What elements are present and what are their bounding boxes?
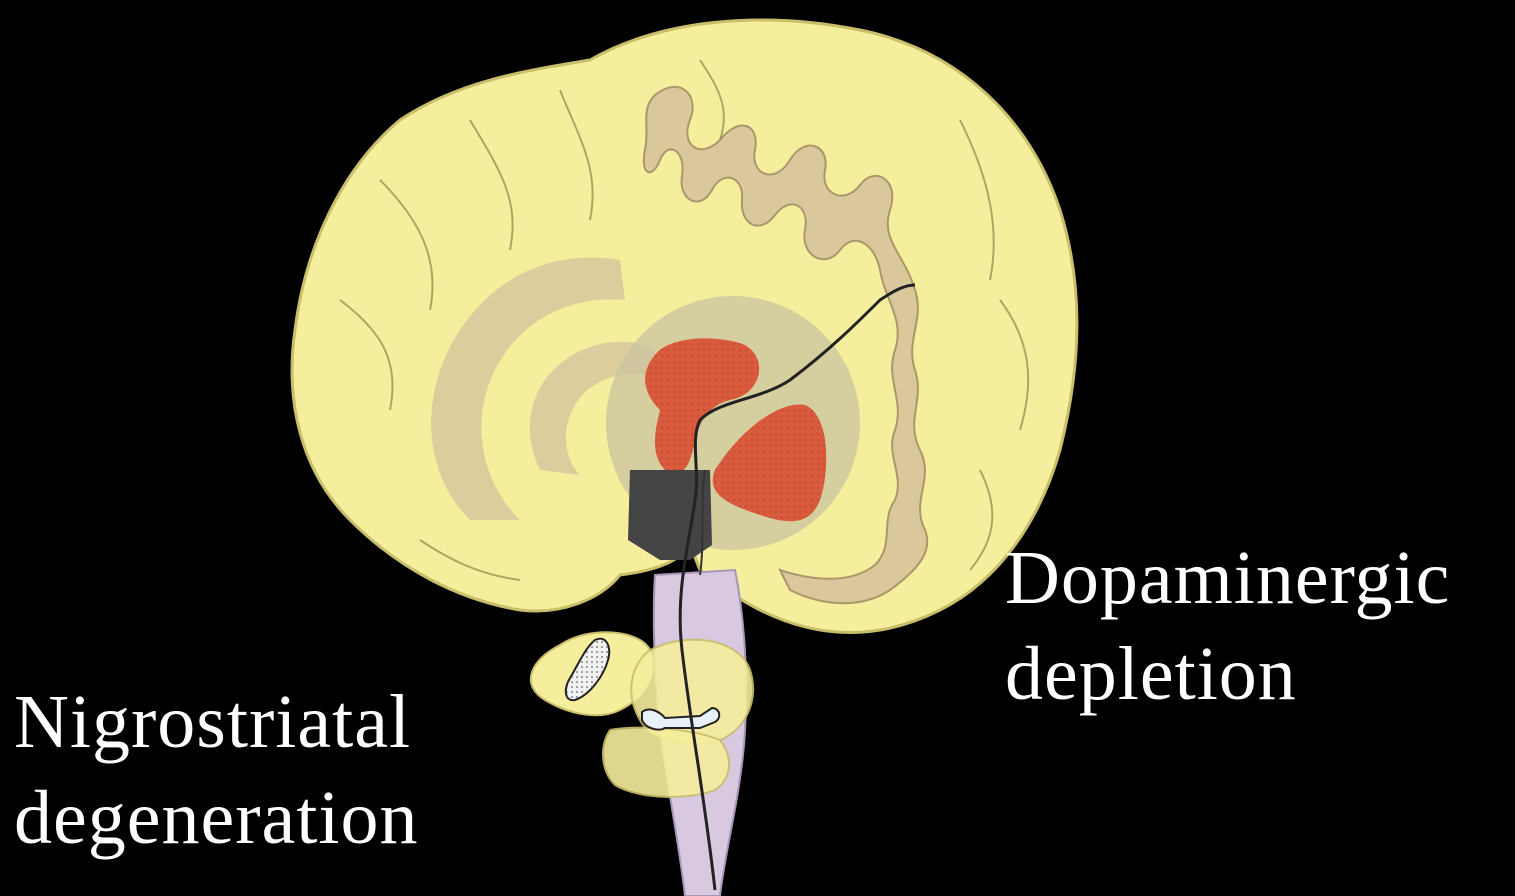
nigrostriatal-degeneration-label: Nigrostriatal degeneration: [14, 674, 418, 866]
dopaminergic-depletion-label: Dopaminergic depletion: [1005, 530, 1450, 722]
label-left-line2: degeneration: [14, 770, 418, 866]
label-right-line2: depletion: [1005, 626, 1450, 722]
midbrain-dark-block: [628, 470, 712, 560]
medulla-region: [603, 728, 729, 797]
label-right-line1: Dopaminergic: [1005, 530, 1450, 626]
label-left-line1: Nigrostriatal: [14, 674, 418, 770]
